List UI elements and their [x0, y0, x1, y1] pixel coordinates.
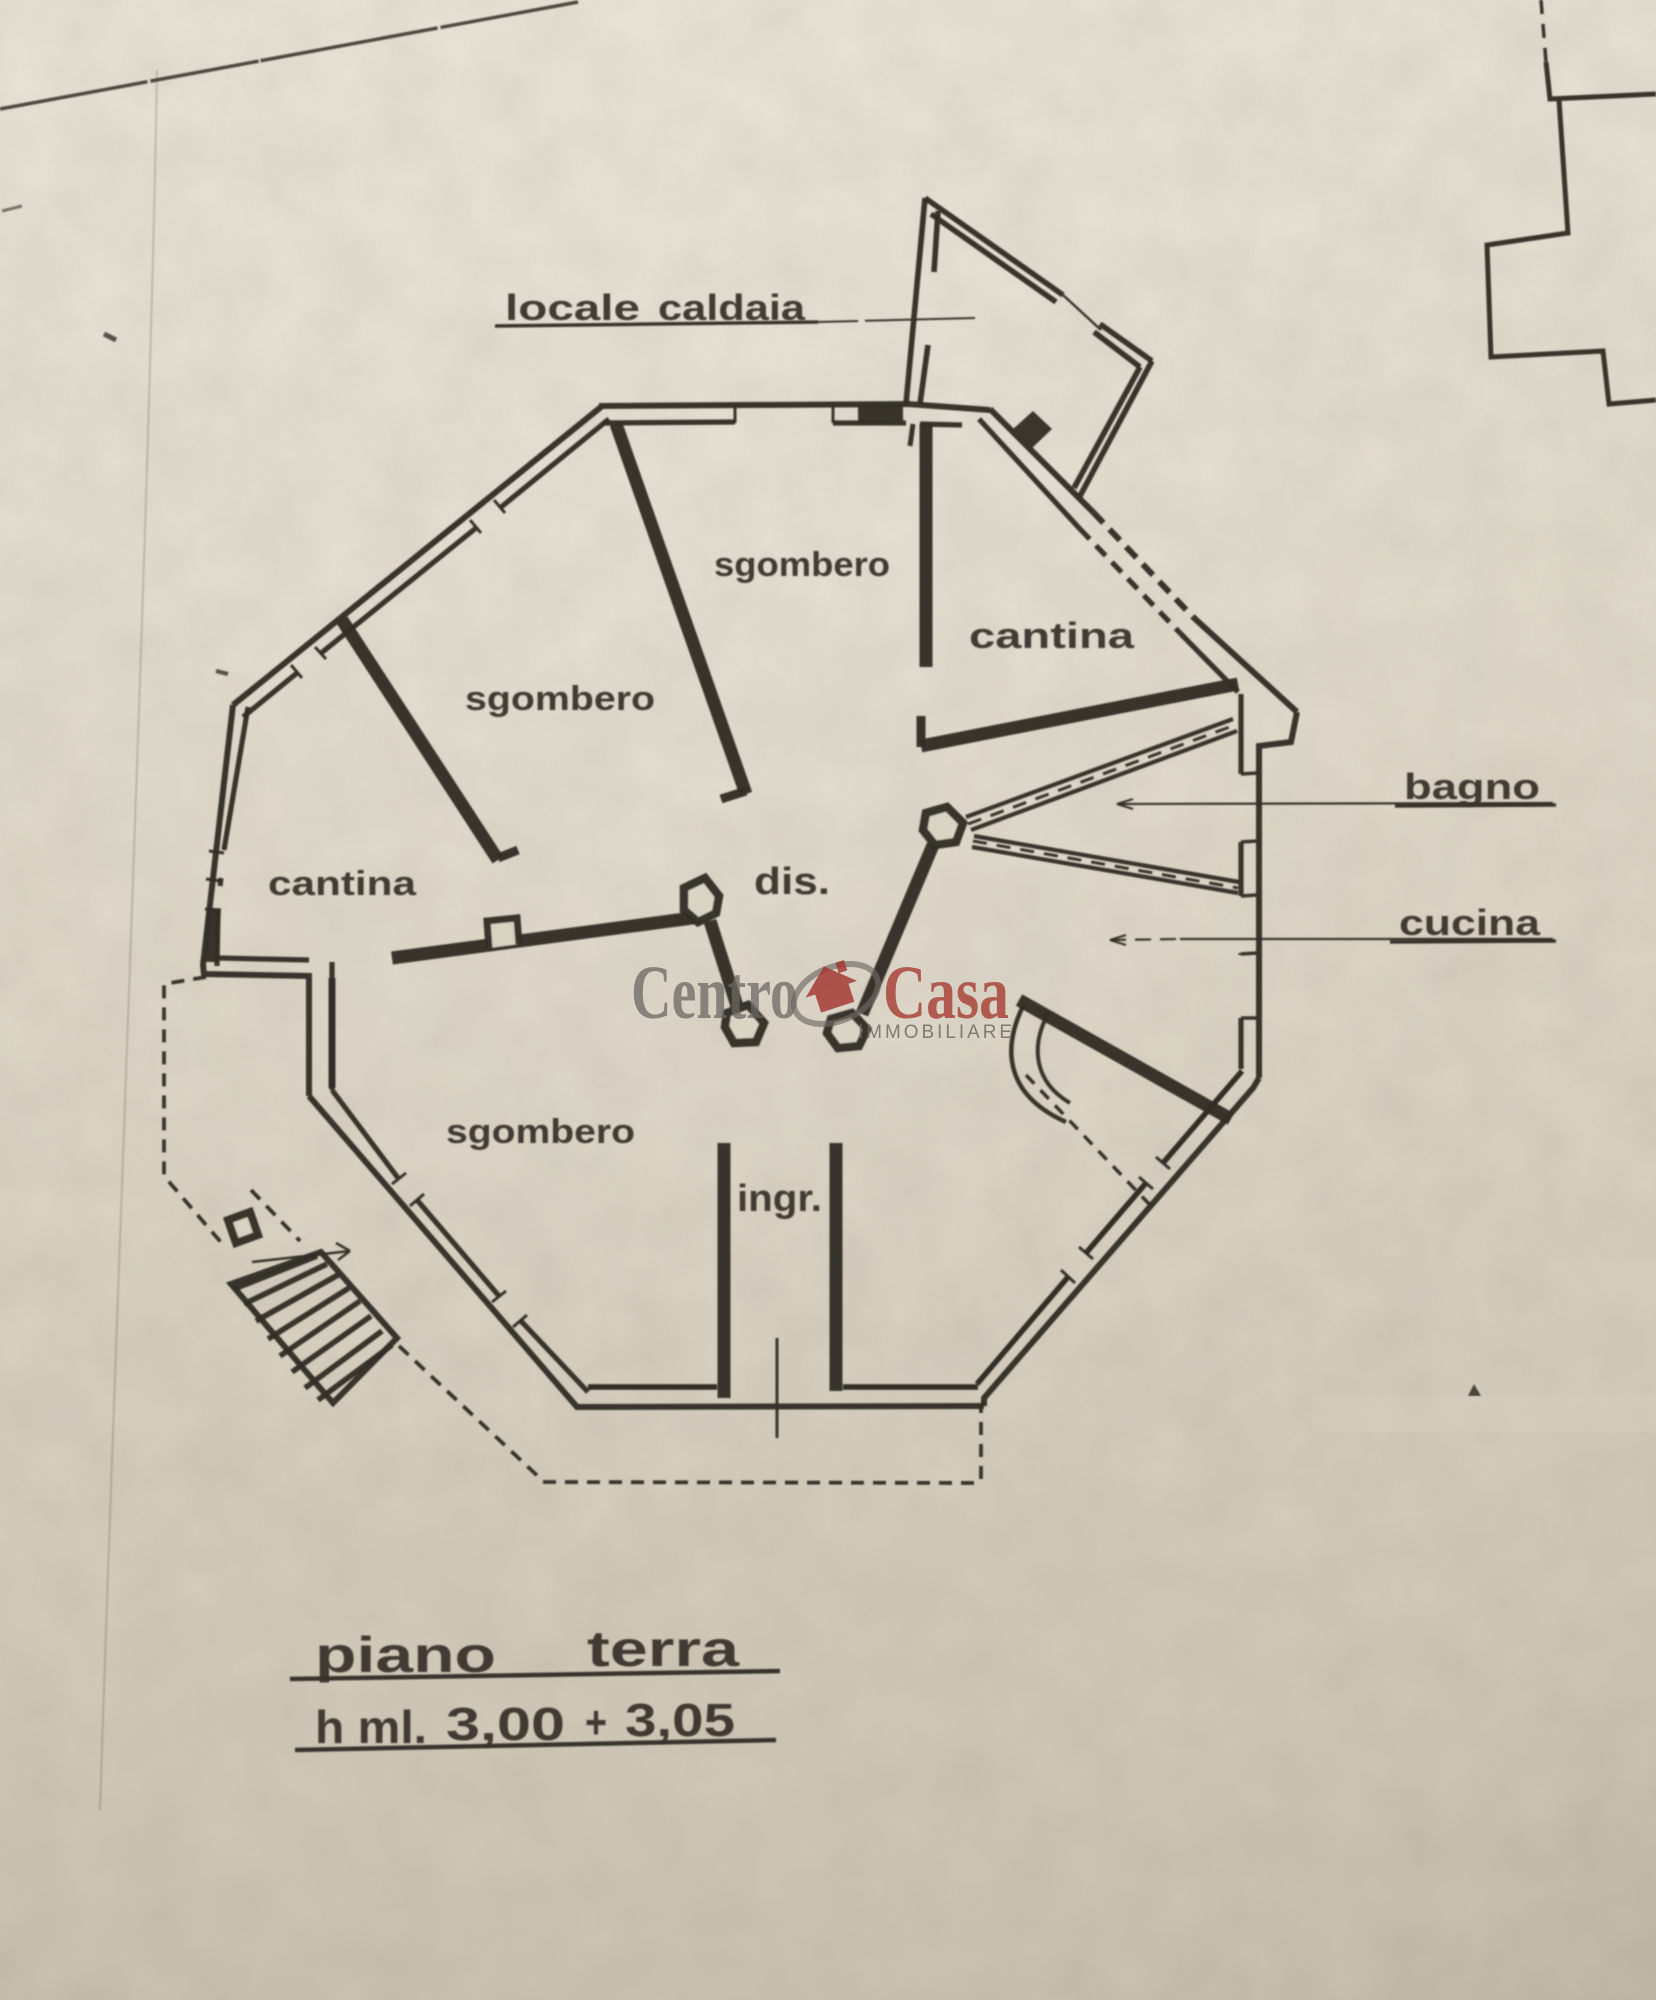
svg-text:piano: piano	[315, 1627, 496, 1683]
svg-text:cantina: cantina	[268, 865, 417, 903]
svg-text:h ml.: h ml.	[315, 1701, 427, 1753]
svg-text:ingr.: ingr.	[737, 1178, 822, 1220]
svg-text:caldaia: caldaia	[658, 287, 806, 328]
svg-text:dis.: dis.	[754, 861, 830, 903]
svg-text:+: +	[585, 1696, 607, 1748]
svg-text:sgombero: sgombero	[465, 680, 655, 718]
svg-text:sgombero: sgombero	[714, 546, 890, 584]
svg-text:sgombero: sgombero	[446, 1113, 635, 1151]
svg-text:3,00: 3,00	[446, 1698, 565, 1750]
svg-text:terra: terra	[587, 1621, 741, 1677]
svg-text:IMMOBILIARE: IMMOBILIARE	[858, 1022, 1015, 1043]
svg-text:cucina: cucina	[1399, 902, 1541, 943]
svg-text:Centro: Centro	[631, 951, 798, 1035]
svg-text:cantina: cantina	[969, 615, 1135, 656]
svg-text:locale: locale	[505, 287, 640, 328]
svg-text:bagno: bagno	[1404, 766, 1540, 807]
svg-text:3,05: 3,05	[625, 1694, 735, 1746]
svg-text:Casa: Casa	[883, 951, 1009, 1035]
